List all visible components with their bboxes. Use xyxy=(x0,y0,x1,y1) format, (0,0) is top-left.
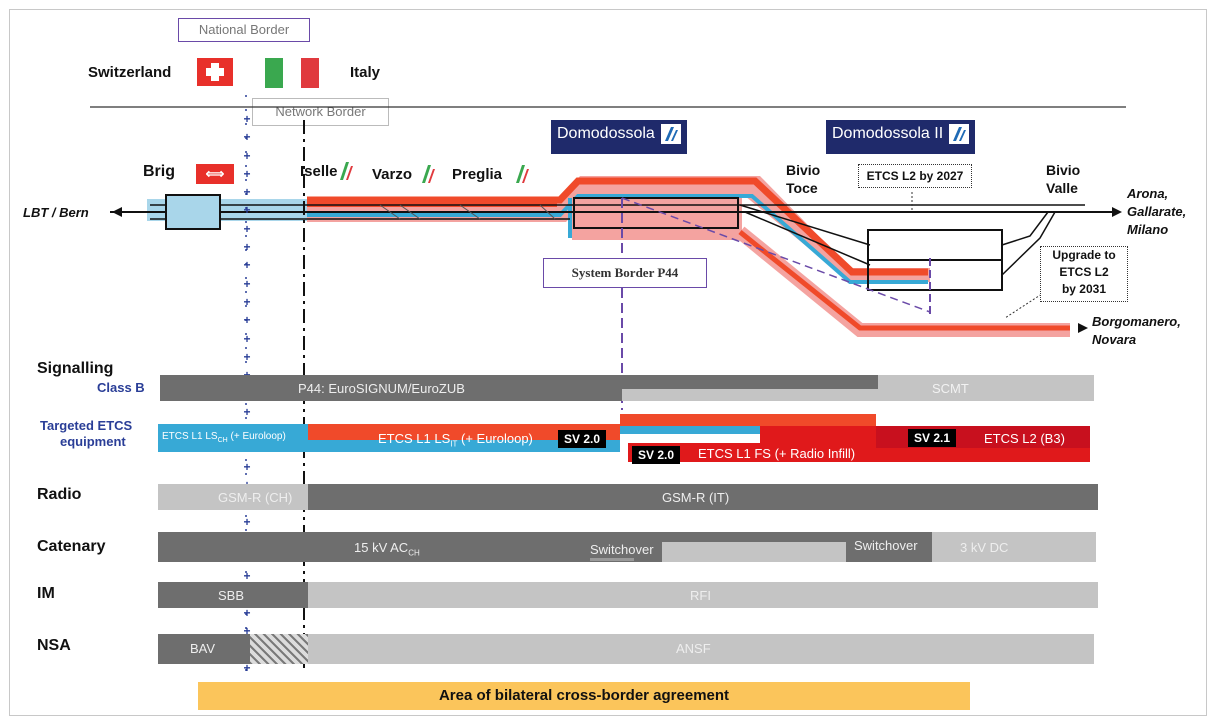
p44-bar xyxy=(160,375,622,401)
scmt-bar-text: SCMT xyxy=(932,381,969,396)
im-row-label: IM xyxy=(37,585,55,602)
gsmr-ch-text: GSM-R (CH) xyxy=(218,490,293,505)
fs-logo-icon xyxy=(949,124,970,144)
italy-label: Italy xyxy=(350,64,381,81)
arona-label-1: Arona, xyxy=(1127,186,1169,201)
bilateral-agreement-bar: Area of bilateral cross-border agreement xyxy=(198,682,970,710)
domodossola-ii-station-label: Domodossola II xyxy=(826,120,976,154)
switchover-underline xyxy=(590,558,634,561)
etcs-ch-text: ETCS L1 LSCH (+ Euroloop) xyxy=(162,431,286,444)
im-sbb-bar xyxy=(158,582,308,608)
network-border-label: Network Border xyxy=(252,98,389,126)
fs-logo-icon xyxy=(660,124,681,144)
radio-row-label: Radio xyxy=(37,486,82,503)
nsa-ansf-bar xyxy=(308,634,1094,664)
bivio-valle-label-1: Bivio xyxy=(1046,162,1081,178)
etcs-red-top-bar xyxy=(620,414,876,426)
sbb-logo-icon: ⟺ xyxy=(196,164,234,184)
etcs-l2-text: ETCS L2 (B3) xyxy=(984,431,1065,446)
system-border-p44-label: System Border P44 xyxy=(543,258,707,288)
nsa-hatched-bar xyxy=(250,634,308,664)
catenary-15kv-bar xyxy=(158,532,662,562)
switzerland-label: Switzerland xyxy=(88,64,172,81)
etcs-it-blue-bar xyxy=(308,440,620,452)
fs-logo-icon xyxy=(336,160,356,187)
iselle-label: Iselle xyxy=(300,163,338,180)
lbt-bern-label: LBT / Bern xyxy=(23,205,89,220)
nsa-bav-bar xyxy=(158,634,250,664)
arona-label-2: Gallarate, xyxy=(1127,204,1187,219)
sv20-badge-a: SV 2.0 xyxy=(558,430,607,448)
nsa-ansf-text: ANSF xyxy=(676,641,711,656)
etcs-ch-bar xyxy=(158,424,308,452)
nsa-bav-text: BAV xyxy=(190,641,216,656)
scmt-bar xyxy=(878,375,1094,401)
sv20-badge-b: SV 2.0 xyxy=(632,446,681,464)
im-sbb-text: SBB xyxy=(218,588,245,603)
etcs-blue-mid-bar xyxy=(620,426,876,434)
nsa-row-label: NSA xyxy=(37,637,71,654)
im-rfi-bar xyxy=(308,582,1098,608)
switchover-text-1: Switchover xyxy=(590,542,654,557)
class-b-label: Class B xyxy=(97,380,145,395)
scmt-light-bar xyxy=(622,389,878,401)
gsmr-it-bar xyxy=(308,484,1098,510)
targeted-etcs-label-1: Targeted ETCS xyxy=(40,418,133,433)
gsmr-ch-bar xyxy=(158,484,308,510)
etcs-2027-callout: ETCS L2 by 2027 xyxy=(858,164,972,188)
etcs-it-bar xyxy=(308,424,620,440)
catenary-row-label: Catenary xyxy=(37,538,106,555)
bivio-toce-label-1: Bivio xyxy=(786,162,821,178)
switchover-text-2: Switchover xyxy=(854,538,918,553)
catenary-15kv-text: 15 kV ACCH xyxy=(354,540,420,558)
preglia-label: Preglia xyxy=(452,166,503,183)
bivio-toce-label-2: Toce xyxy=(786,180,818,196)
im-rfi-text: RFI xyxy=(690,588,711,603)
signalling-row-label: Signalling xyxy=(37,360,114,377)
etcs-it-text: ETCS L1 LSIT (+ Euroloop) xyxy=(378,431,533,449)
catenary-3kv-bar xyxy=(932,532,1096,562)
italian-flag-icon xyxy=(265,58,319,88)
p44-bar-text: P44: EuroSIGNUM/EuroZUB xyxy=(298,381,465,396)
borgomanero-label-1: Borgomanero, xyxy=(1092,314,1181,329)
varzo-label: Varzo xyxy=(372,166,413,183)
etcs-fs-text: ETCS L1 FS (+ Radio Infill) xyxy=(698,446,856,461)
scmt-dark-bar xyxy=(622,375,878,389)
domodossola-station-label: Domodossola xyxy=(551,120,687,154)
borgomanero-label-2: Novara xyxy=(1092,332,1137,347)
fs-logo-icon xyxy=(512,163,532,190)
arona-label-3: Milano xyxy=(1127,222,1169,237)
gsmr-it-text: GSM-R (IT) xyxy=(662,490,730,505)
swiss-flag-icon xyxy=(197,58,233,86)
national-border-label: National Border xyxy=(178,18,310,42)
catenary-mid-light-bar xyxy=(662,542,846,562)
catenary-mid-bar xyxy=(662,532,846,542)
sv21-badge: SV 2.1 xyxy=(908,429,957,447)
catenary-switch2-bar xyxy=(846,532,932,562)
targeted-etcs-label-2: equipment xyxy=(60,434,126,449)
catenary-3kv-text: 3 kV DC xyxy=(960,540,1009,555)
brig-label: Brig xyxy=(143,163,175,180)
bivio-valle-label-2: Valle xyxy=(1046,180,1078,196)
fs-logo-icon xyxy=(418,163,438,190)
